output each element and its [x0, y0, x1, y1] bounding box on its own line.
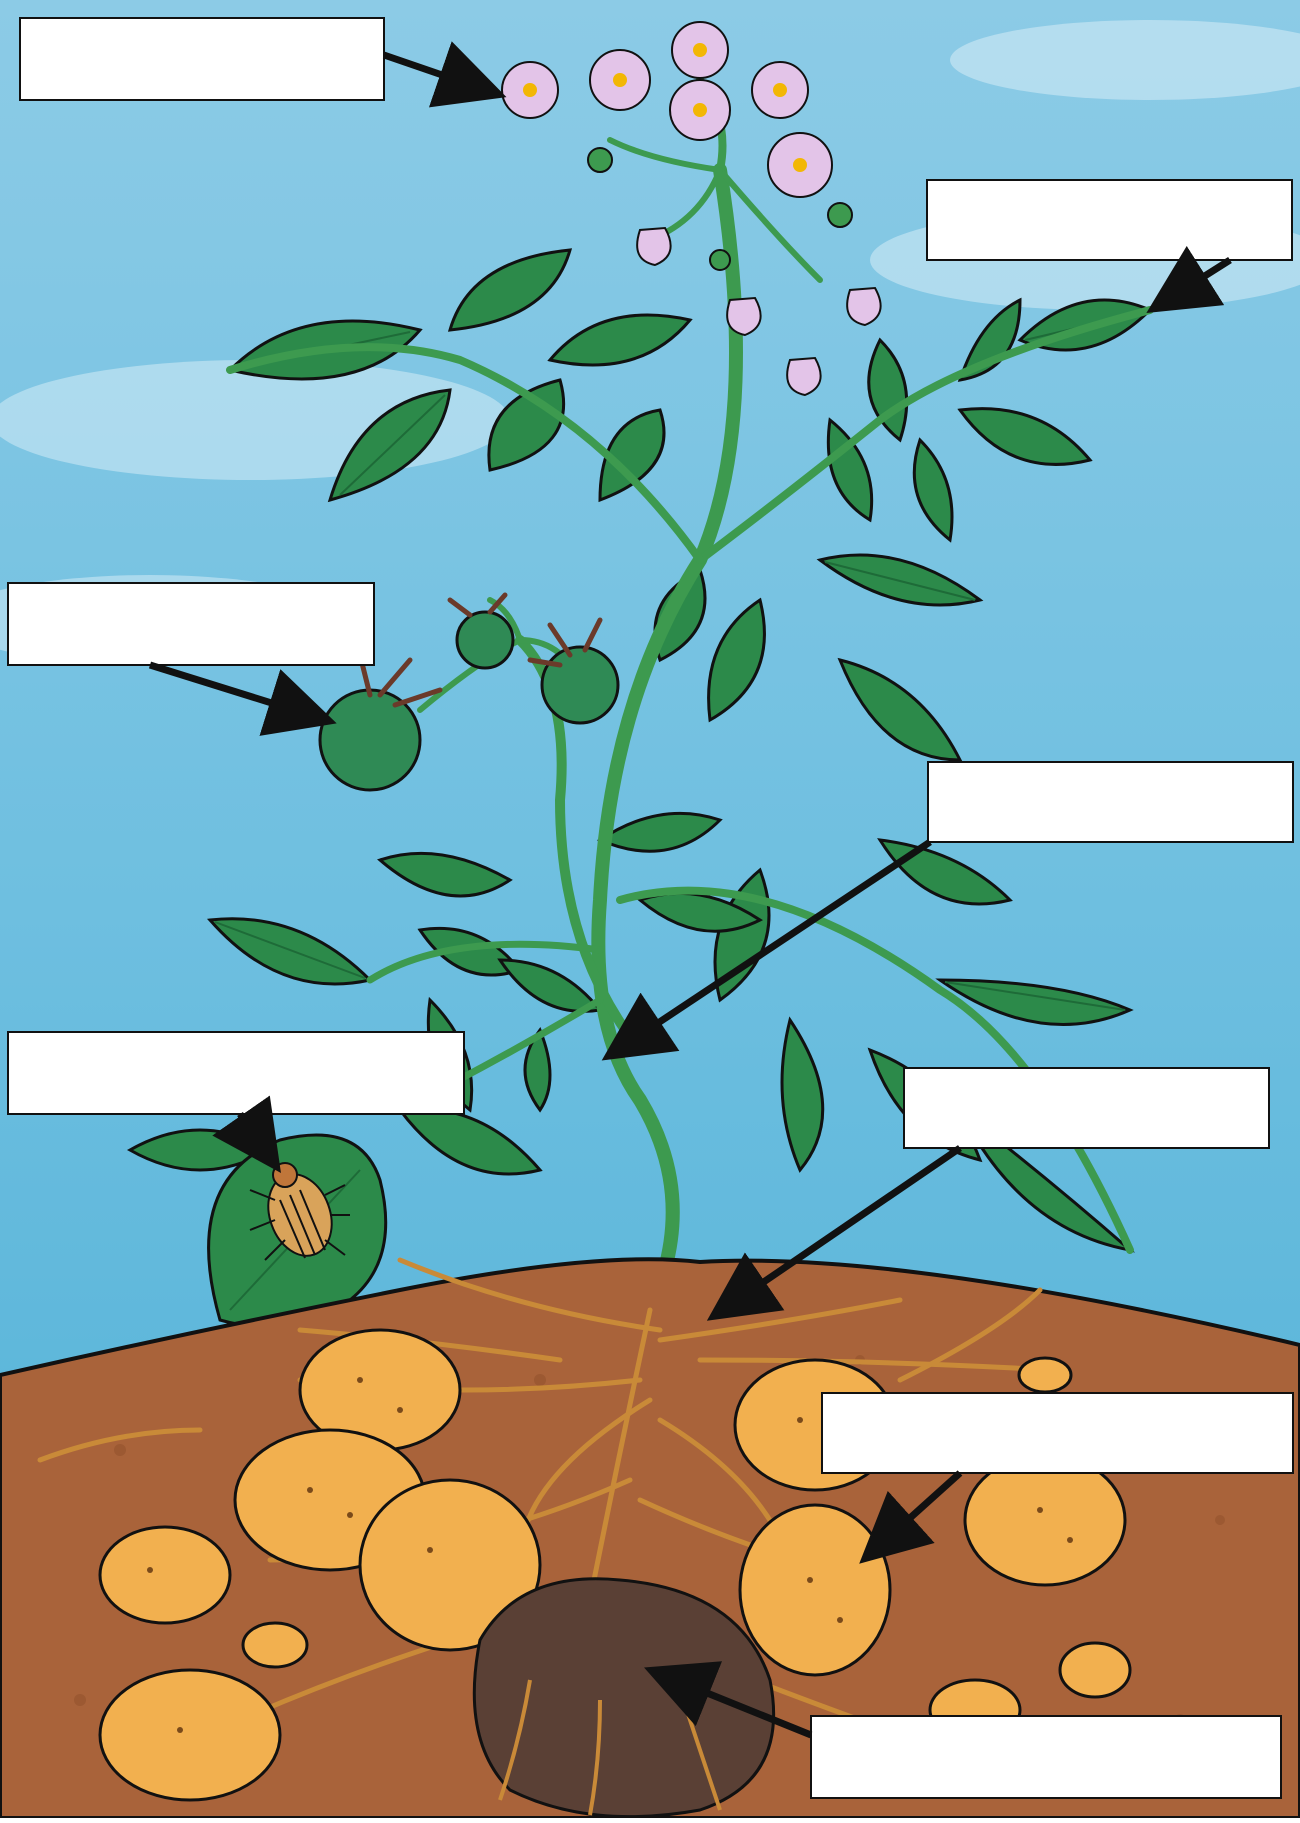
label-box-tuber	[822, 1393, 1293, 1473]
label-box-beetle	[8, 1032, 464, 1114]
label-box-leaf	[927, 180, 1292, 260]
label-box-stem	[928, 762, 1293, 842]
label-box-seed-potato	[811, 1716, 1281, 1798]
label-box-root	[904, 1068, 1269, 1148]
label-box-fruit	[8, 583, 374, 665]
label-box-flower	[20, 18, 384, 100]
